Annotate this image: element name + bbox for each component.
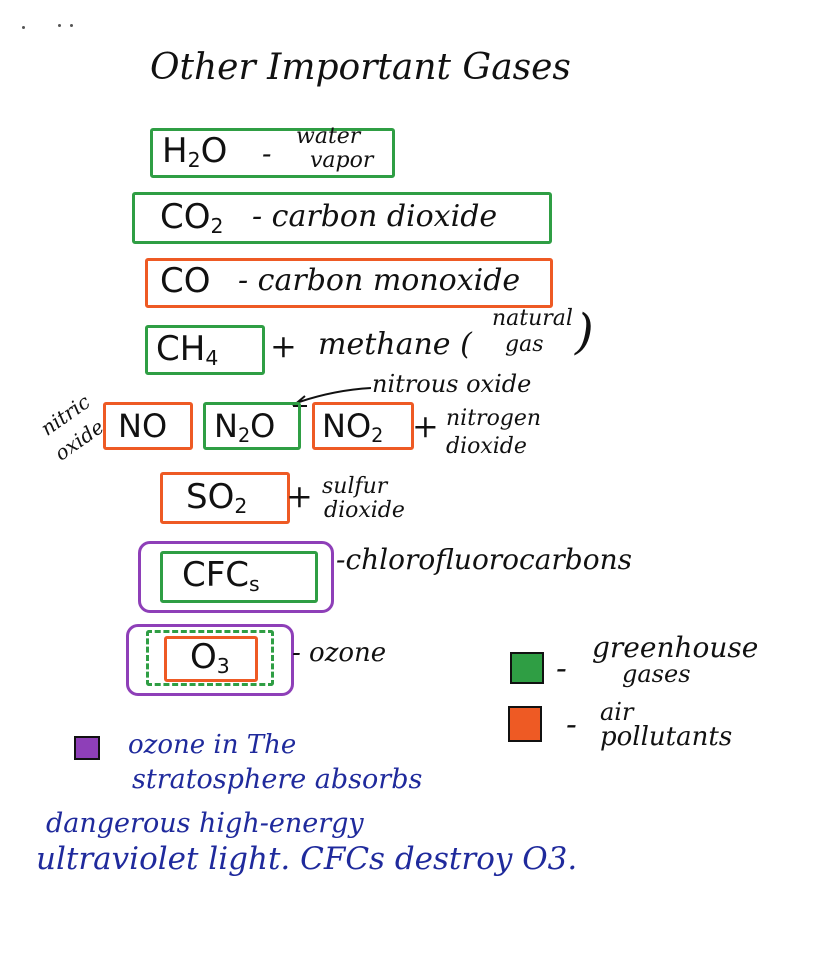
note-line1: ozone in The	[128, 730, 297, 760]
ch4-box	[145, 325, 265, 375]
legend-dash-2: -	[566, 705, 577, 743]
note-line4: ultraviolet light. CFCs destroy O3.	[36, 841, 578, 877]
h2o-formula: H2O	[162, 131, 228, 173]
ch4-desc: methane (	[318, 327, 472, 362]
speck	[22, 26, 25, 29]
o3-green-dashed-box	[146, 630, 274, 686]
ch4-close: )	[575, 304, 594, 360]
no2-desc-line2: dioxide	[446, 434, 527, 459]
note-line3: dangerous high-energy	[46, 808, 364, 839]
so2-desc-line2: dioxide	[324, 498, 405, 523]
note-line2: stratosphere absorbs	[132, 764, 423, 795]
cfcs-green-box	[160, 551, 318, 603]
pollutant-label-line2: pollutants	[600, 722, 733, 752]
no2-plus: +	[412, 407, 439, 445]
cfcs-desc: -chlorofluorocarbons	[336, 543, 632, 576]
h2o-desc-line2: vapor	[310, 148, 374, 173]
so2-formula: SO2	[186, 477, 248, 519]
ch4-plus: +	[270, 327, 297, 365]
no-box	[103, 402, 193, 450]
o3-orange-box	[164, 636, 258, 682]
nitrous-oxide-label: nitrous oxide	[372, 370, 532, 398]
page-title: Other Important Gases	[150, 47, 571, 88]
o3-desc: - ozone	[292, 638, 387, 668]
greenhouse-label-line1: greenhouse	[592, 631, 759, 664]
co-desc: - carbon monoxide	[238, 263, 521, 298]
no2-box	[312, 402, 414, 450]
ch4-desc-line1: natural	[492, 306, 573, 331]
legend-dash-1: -	[556, 649, 567, 687]
ch4-desc-line2: gas	[505, 332, 544, 357]
h2o-box	[150, 128, 395, 178]
h2o-desc-line1: water	[296, 124, 361, 149]
o3-formula: O3	[190, 637, 230, 679]
n2o-box	[203, 402, 301, 450]
co2-formula: CO2	[160, 197, 224, 239]
so2-plus: +	[286, 477, 313, 515]
co-box	[145, 258, 553, 308]
co2-box	[132, 192, 552, 244]
n2o-formula: N2O	[214, 407, 276, 447]
speck	[58, 24, 61, 27]
so2-box	[160, 472, 290, 524]
cfcs-purple-box	[138, 541, 334, 613]
no2-formula: NO2	[322, 407, 384, 447]
greenhouse-swatch	[510, 652, 544, 684]
pollutant-swatch	[508, 706, 542, 742]
h2o-dash: -	[262, 137, 272, 170]
co-formula: CO	[160, 261, 211, 301]
so2-desc-line1: sulfur	[322, 474, 388, 499]
ozone-note-swatch	[74, 736, 100, 760]
co2-desc: - carbon dioxide	[252, 199, 498, 234]
speck	[70, 24, 73, 27]
greenhouse-label-line2: gases	[622, 660, 691, 688]
cfcs-formula: CFCs	[182, 555, 260, 597]
pollutant-label-line1: air	[600, 698, 634, 726]
ch4-formula: CH4	[156, 329, 219, 371]
o3-purple-box	[126, 624, 294, 696]
no-formula: NO	[118, 407, 168, 445]
no2-desc-line1: nitrogen	[446, 406, 542, 431]
